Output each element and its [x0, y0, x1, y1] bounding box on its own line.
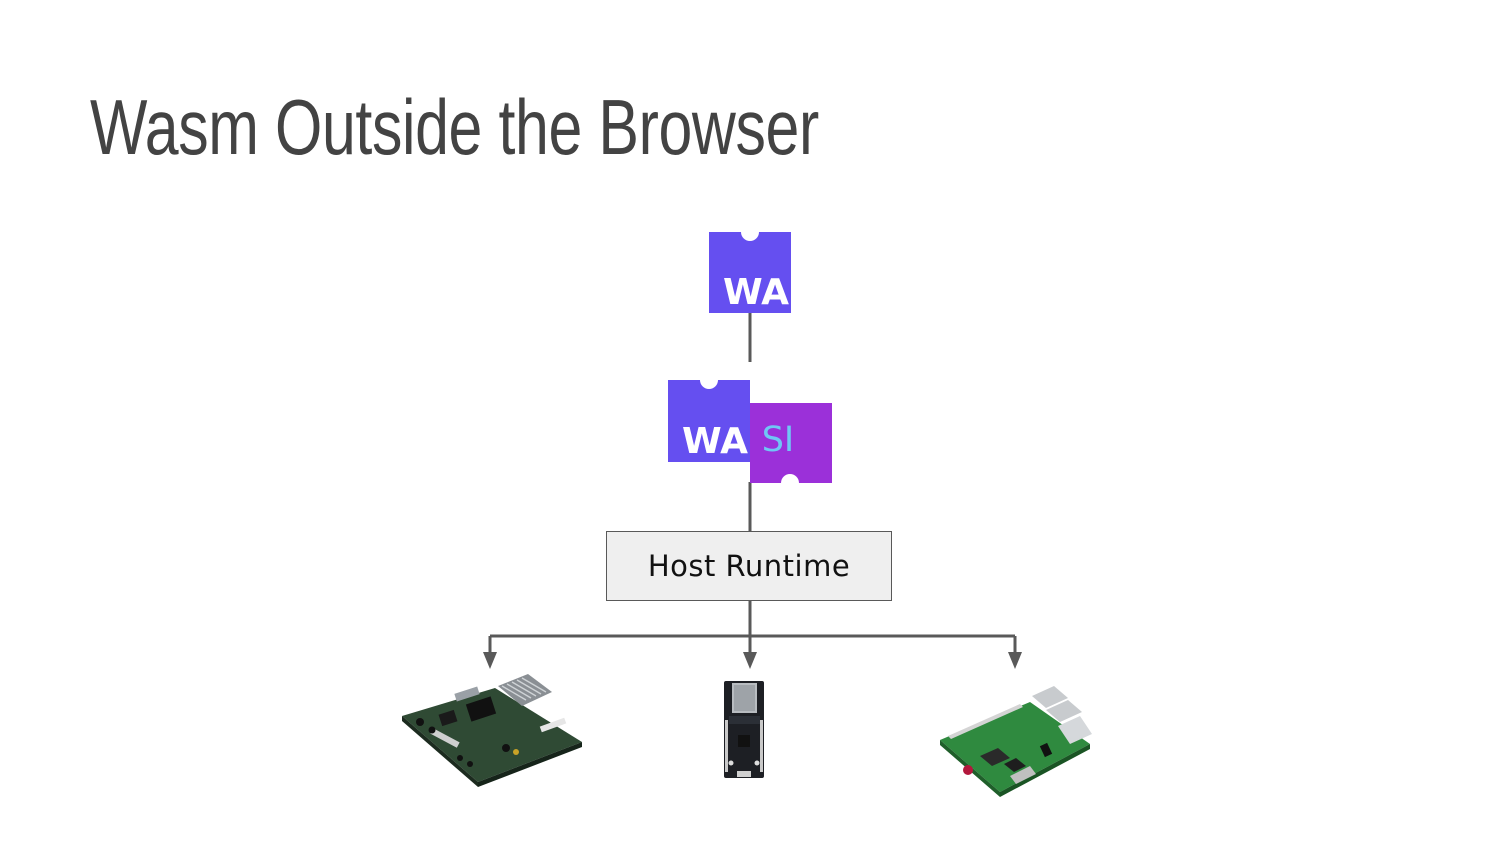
- host-runtime-label: Host Runtime: [647, 549, 851, 583]
- wasm-logo-shape: [709, 232, 791, 313]
- arrowhead-left: [483, 652, 497, 669]
- circuit-board-icon: [402, 674, 582, 787]
- connectors: [488, 312, 1017, 660]
- arrowheads: [483, 652, 1022, 669]
- arrowhead-center: [743, 652, 757, 669]
- host-runtime-box: Host Runtime: [606, 531, 892, 601]
- wasi-wa-shape: [668, 380, 750, 462]
- wasi-wa-text: WA: [682, 421, 748, 462]
- arrowhead-right: [1008, 652, 1022, 669]
- wasi-si-shape: [750, 403, 832, 483]
- raspberry-pi-icon: [940, 686, 1092, 797]
- wasm-logo-text: WA: [723, 272, 789, 313]
- wasi-si-text: SI: [762, 420, 795, 460]
- wasi-logo: WA SI: [668, 380, 832, 483]
- wasm-logo: WA: [709, 232, 791, 313]
- slide-title: Wasm Outside the Browser: [90, 83, 819, 171]
- microcontroller-icon: [724, 681, 764, 778]
